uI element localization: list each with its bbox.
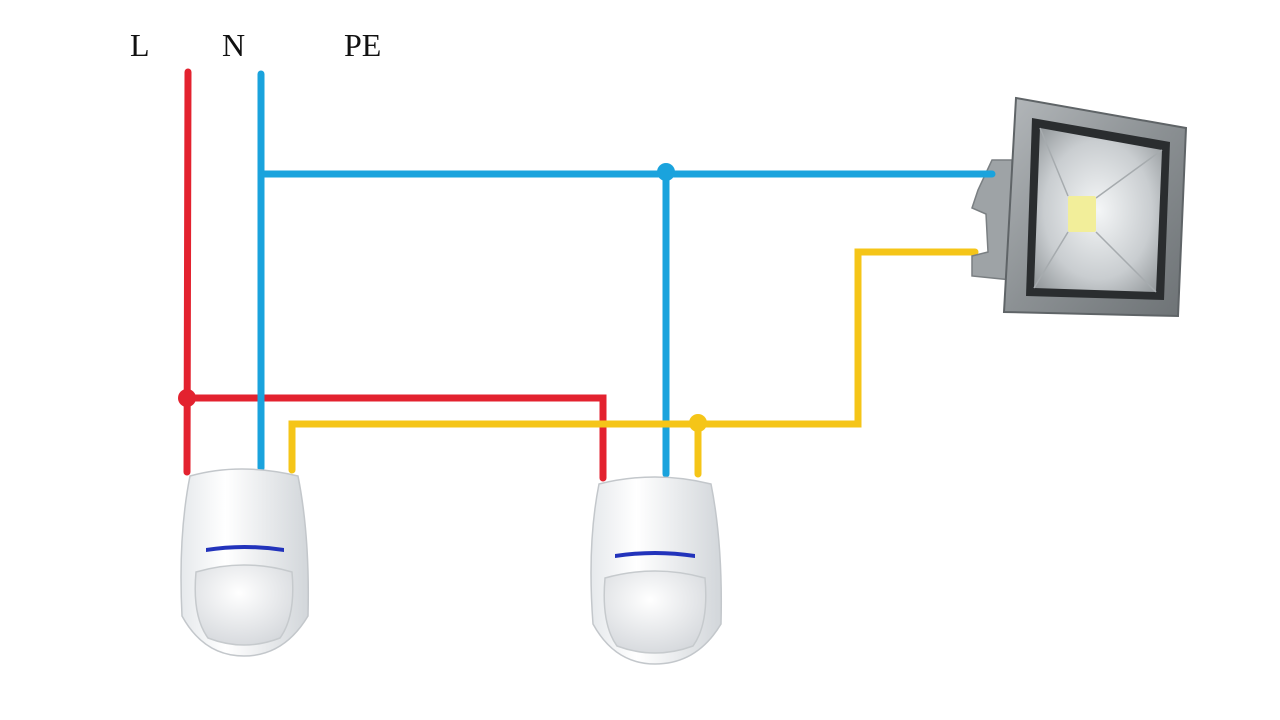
neutral-wires [257, 70, 994, 478]
sensor-lens [194, 564, 294, 646]
label-live: L [130, 27, 150, 63]
motion-sensor-1 [180, 468, 310, 657]
switched-wire-sensor-1 [288, 248, 979, 474]
floodlight-reflector [1034, 128, 1162, 292]
live-junction [178, 389, 196, 407]
motion-sensor-2 [590, 476, 723, 665]
sensor-led-strip [615, 551, 695, 558]
switched-wires [288, 248, 979, 478]
sensor-lens [603, 570, 707, 654]
label-earth: PE [344, 27, 381, 63]
sensor-led-strip [206, 545, 284, 552]
neutral-junction [657, 163, 675, 181]
floodlight-led-chip [1068, 196, 1096, 232]
floodlight-reflector-edges [1033, 127, 1163, 293]
live-wires [178, 68, 607, 482]
live-wire-main [183, 68, 192, 476]
label-neutral: N [222, 27, 245, 63]
switched-junction [689, 414, 707, 432]
live-wire-branch [183, 394, 607, 482]
floodlight [971, 96, 1188, 318]
